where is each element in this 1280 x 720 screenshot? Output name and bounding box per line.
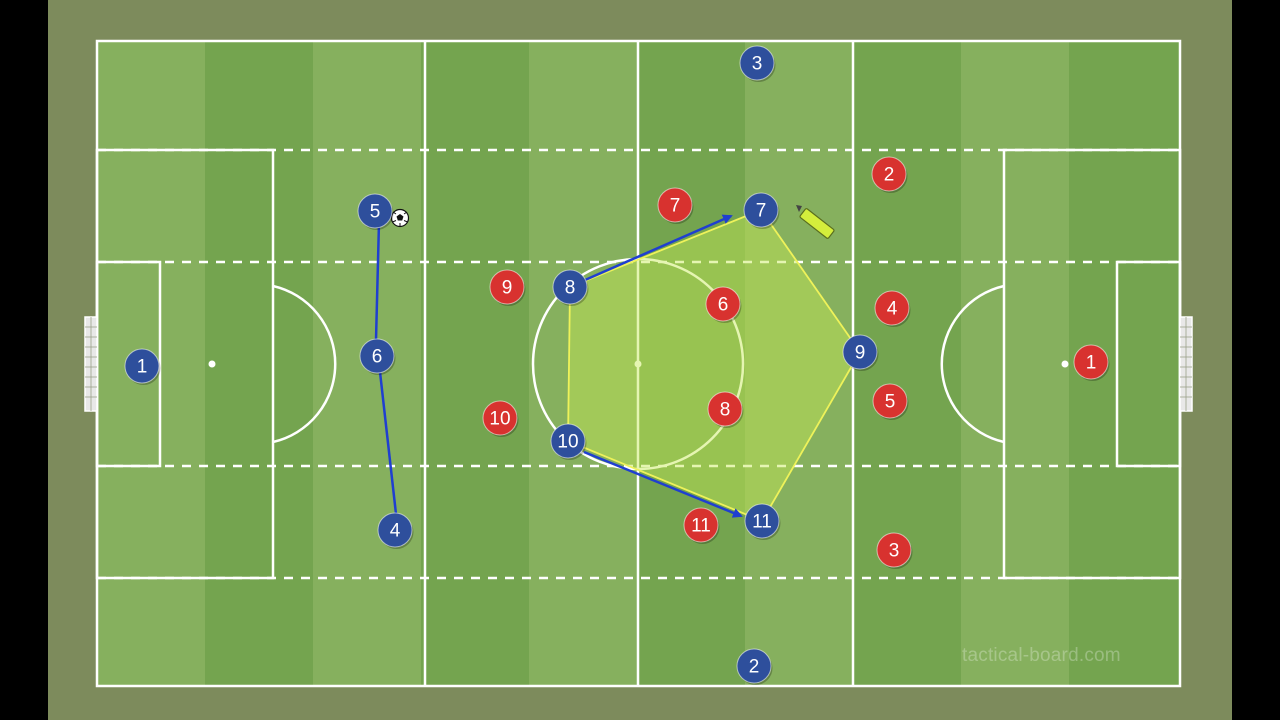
right-penalty-arc: [940, 284, 1005, 444]
player-token: [743, 192, 779, 228]
red-player-7[interactable]: 7: [657, 187, 694, 224]
player-token: [482, 400, 518, 436]
player-number: 8: [720, 400, 731, 421]
red-player-11[interactable]: 11: [683, 507, 720, 544]
red-player-1[interactable]: 1: [1073, 344, 1110, 381]
player-token: [739, 45, 775, 81]
center-spot: [634, 360, 642, 368]
red-player-3[interactable]: 3: [876, 532, 913, 569]
red-player-4[interactable]: 4: [874, 290, 911, 327]
player-token: [871, 156, 907, 192]
player-token: [124, 348, 160, 384]
player-number: 4: [390, 521, 401, 542]
dashed-channel-lines: [97, 148, 1180, 580]
player-number: 11: [691, 516, 711, 537]
red-player-9[interactable]: 9: [489, 269, 526, 306]
blue-player-2[interactable]: 2: [736, 648, 773, 685]
player-token: [489, 269, 525, 305]
player-number: 4: [887, 299, 898, 320]
player-token: [657, 187, 693, 223]
player-token: [705, 286, 741, 322]
red-team: 7 9 6 10 8 11 2 4 5 3 1: [482, 156, 1110, 569]
player-token: [550, 423, 586, 459]
player-token: [357, 193, 393, 229]
pencil-icon[interactable]: [796, 205, 835, 239]
player-token: [683, 507, 719, 543]
blue-player-7[interactable]: 7: [743, 192, 780, 229]
player-number: 1: [1086, 353, 1097, 374]
player-number: 5: [370, 202, 381, 223]
blue-team: 1 5 6 4 3 8 7 10 11 9 2: [124, 45, 879, 685]
blue-player-6[interactable]: 6: [359, 338, 396, 375]
player-number: 3: [752, 54, 763, 75]
line-6-to-4[interactable]: [378, 371, 398, 515]
left-penalty-arc: [272, 284, 337, 444]
blue-player-1[interactable]: 1: [124, 348, 161, 385]
pitch-spots: [208, 360, 1069, 368]
blue-player-4[interactable]: 4: [377, 512, 414, 549]
player-number: 11: [752, 512, 772, 533]
player-token: [874, 290, 910, 326]
red-player-2[interactable]: 2: [871, 156, 908, 193]
player-token: [876, 532, 912, 568]
player-token: [359, 338, 395, 374]
red-player-5[interactable]: 5: [872, 383, 909, 420]
player-token: [1073, 344, 1109, 380]
line-5-to-6[interactable]: [374, 221, 381, 341]
player-number: 1: [137, 357, 148, 378]
watermark: tactical-board.com: [962, 645, 1121, 666]
player-token: [377, 512, 413, 548]
right-penalty-spot: [1061, 360, 1069, 368]
arrow-8-to-7[interactable]: [584, 214, 733, 282]
blue-player-5[interactable]: 5: [357, 193, 394, 230]
blue-player-9[interactable]: 9: [842, 334, 879, 371]
player-number: 9: [855, 343, 866, 364]
player-number: 10: [489, 409, 510, 430]
movement-lines: [374, 214, 743, 518]
player-number: 9: [502, 278, 513, 299]
player-number: 3: [889, 541, 900, 562]
pitch-stripe: [961, 41, 1072, 686]
player-token: [707, 391, 743, 427]
red-player-10[interactable]: 10: [482, 400, 519, 437]
left-penalty-spot: [208, 360, 216, 368]
blue-player-8[interactable]: 8: [552, 269, 589, 306]
arrow-10-to-11[interactable]: [583, 450, 743, 518]
player-number: 2: [884, 165, 895, 186]
red-player-6[interactable]: 6: [705, 286, 742, 323]
player-number: 2: [749, 657, 760, 678]
pitch-stripe: [421, 41, 532, 686]
blue-player-11[interactable]: 11: [744, 503, 781, 540]
player-number: 6: [718, 295, 729, 316]
player-token: [736, 648, 772, 684]
blue-player-3[interactable]: 3: [739, 45, 776, 82]
soccer-ball-icon[interactable]: [390, 208, 410, 228]
player-number: 7: [670, 196, 681, 217]
player-token: [552, 269, 588, 305]
right-goal: [1179, 316, 1193, 412]
pitch-stripe: [205, 41, 316, 686]
player-number: 7: [756, 201, 767, 222]
player-number: 8: [565, 278, 576, 299]
player-number: 10: [557, 432, 578, 453]
player-token: [744, 503, 780, 539]
player-number: 6: [372, 347, 383, 368]
red-player-8[interactable]: 8: [707, 391, 744, 428]
blue-player-10[interactable]: 10: [550, 423, 587, 460]
player-token: [872, 383, 908, 419]
player-token: [842, 334, 878, 370]
player-number: 5: [885, 392, 896, 413]
left-goal: [84, 316, 98, 412]
